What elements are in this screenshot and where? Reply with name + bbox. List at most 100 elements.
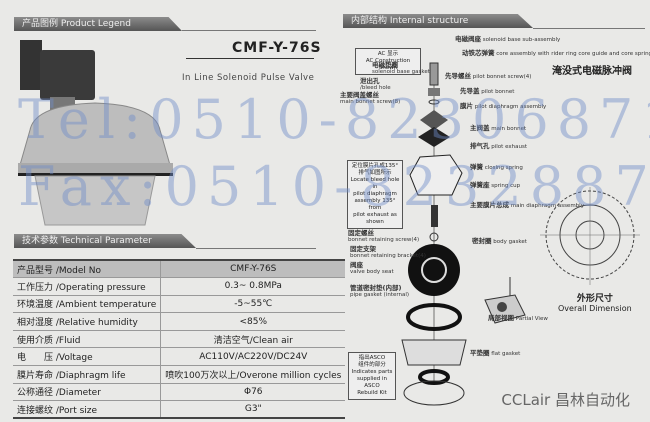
partial-view-drawing — [484, 277, 526, 324]
part-label-cn: 先导盖 — [460, 87, 480, 95]
param-value: AC110V/AC220V/DC24V — [160, 347, 346, 367]
part-label: 泄出孔/bleed hole — [360, 78, 391, 91]
part-label: 平垫圈 flat gasket — [470, 350, 520, 357]
watermark-fax: Fax:0510-82328871 — [18, 155, 650, 218]
part-label-en: pilot exhaust — [491, 144, 527, 150]
part-label-cn: 平垫圈 — [470, 349, 490, 357]
part-label-en: body gasket — [493, 239, 527, 245]
param-label: 使用介质 /Fluid — [13, 330, 161, 349]
param-value: 0.3~ 0.8MPa — [160, 277, 346, 296]
param-value: G3" — [160, 400, 346, 420]
part-label: 弹簧座 spring cup — [470, 182, 520, 189]
dimension-en: Overall Dimension — [558, 304, 632, 313]
part-label: 先导盖 pilot bonnet — [460, 88, 514, 95]
part-label-en: pipe gasket (internal) — [350, 292, 410, 298]
table-row: 环境温度 /Ambient temperature-5~55℃ — [13, 295, 346, 314]
watermark-tel: Tel:0510-82306871 — [18, 88, 650, 151]
part-label-en: closing spring — [484, 165, 523, 171]
part-label-cn: 动铁芯弹簧 — [462, 49, 495, 57]
part-label-cn: 主要膜片总成 — [470, 201, 509, 209]
part-label-cn: 固定螺丝 — [348, 229, 374, 237]
param-value: 喷吹100万次以上/Overone million cycles — [160, 365, 346, 384]
part-label-cn: 泄出孔 — [360, 77, 380, 85]
box-line: 指出ASCO — [358, 355, 386, 361]
box-line: pilot exhaust as shown — [353, 212, 397, 225]
overall-dimension-drawing — [540, 187, 640, 285]
part-label-cn: 先导螺丝 — [445, 72, 471, 80]
part-label-en: /bleed hole — [360, 85, 391, 91]
param-value: Φ76 — [160, 383, 346, 402]
part-label-cn: 主阀盖 — [470, 124, 490, 132]
part-label-en: pilot bonnet — [481, 89, 515, 95]
part-label: 主阀盖 main bonnet — [470, 125, 526, 132]
part-label-cn: 密封圈 — [472, 237, 492, 245]
part-label-en: bonnet retaining bracket(4) — [350, 253, 426, 259]
part-label: 主要膜片总成 main diaphragm assembly — [470, 202, 584, 209]
part-label-en: pilot bonnet screw(4) — [472, 74, 532, 80]
param-value: <85% — [160, 312, 346, 331]
part-label-en: bonnet retaining screw(4) — [348, 237, 420, 243]
part-label-cn: 固定支架 — [350, 245, 376, 253]
technical-parameter-banner: 技术参数 Technical Parameter — [14, 234, 196, 248]
part-label-en: core assembly with rider ring core guide… — [496, 51, 650, 57]
part-label-en: solenoid base gasket — [372, 69, 430, 75]
flat-gasket-drawing — [403, 380, 465, 406]
box-line: supplied in ASCO — [356, 376, 388, 389]
part-label: 弹簧 closing spring — [470, 164, 523, 171]
part-label: 密封圈 body gasket — [472, 238, 527, 245]
ac-construction-box: AC 显示 AC Construction Shown — [355, 48, 421, 75]
overall-dimension-caption: 外形尺寸 Overall Dimension — [558, 291, 632, 313]
box-line: Rebuild Kit — [357, 390, 387, 396]
part-label: 管道密封垫(内部)pipe gasket (internal) — [350, 285, 409, 298]
valve-photo — [18, 40, 173, 226]
box-line: Locate bleed hole in — [350, 177, 400, 190]
product-name-cn: 淹没式电磁脉冲阀 — [552, 66, 632, 77]
param-label: 产品型号 /Model No — [13, 259, 161, 279]
box-line: AC 显示 — [377, 51, 399, 57]
param-label: 相对湿度 /Relative humidity — [13, 312, 161, 331]
divider — [182, 30, 316, 31]
part-label-cn: 阀座 — [350, 261, 363, 269]
part-label-cn: 管道密封垫(内部) — [350, 284, 402, 292]
table-row: 相对湿度 /Relative humidity<85% — [13, 312, 346, 331]
part-label-en: valve body seat — [350, 269, 394, 275]
part-label-cn: 弹簧座 — [470, 181, 490, 189]
divider — [196, 248, 316, 249]
box-line: assembly 135° from — [354, 198, 396, 211]
part-label: 电磁阀座 solenoid base sub-assembly — [455, 36, 560, 43]
model-number: CMF-Y-76S — [232, 40, 322, 56]
param-label: 环境温度 /Ambient temperature — [13, 295, 161, 314]
divider — [533, 28, 645, 29]
asco-kit-note-box: 指出ASCO 组件的部分 Indicates parts supplied in… — [348, 352, 396, 400]
part-label-cn: 电磁阀座 — [455, 35, 481, 43]
box-line: Indicates parts — [351, 369, 393, 375]
internal-structure-banner: 内部结构 Internal structure — [343, 14, 533, 28]
part-label-cn: 弹簧 — [470, 163, 483, 171]
part-label-en: spring cup — [491, 183, 521, 189]
part-label-en: main bonnet screw(8) — [340, 99, 401, 105]
part-label: 动铁芯弹簧 core assembly with rider ring core… — [462, 50, 650, 57]
box-line: 组件的部分 — [358, 362, 386, 368]
product-name-en: In Line Solenoid Pulse Valve — [182, 73, 315, 83]
param-label: 公称通径 /Diameter — [13, 383, 161, 402]
part-label-cn: 膜片 — [460, 102, 473, 110]
param-value: CMF-Y-76S — [160, 259, 346, 279]
part-label-cn: 局部视图 — [488, 314, 514, 322]
param-value: 清洁空气/Clean air — [160, 330, 346, 349]
param-label: 工作压力 /Operating pressure — [13, 277, 161, 296]
exploded-diagram — [401, 62, 467, 385]
part-label: 局部视图 Partial View — [488, 315, 548, 322]
box-line: 定位膜片孔成135° — [351, 163, 399, 169]
dimension-cn: 外形尺寸 — [576, 294, 613, 304]
part-label: 先导螺丝 pilot bonnet screw(4) — [445, 73, 531, 80]
